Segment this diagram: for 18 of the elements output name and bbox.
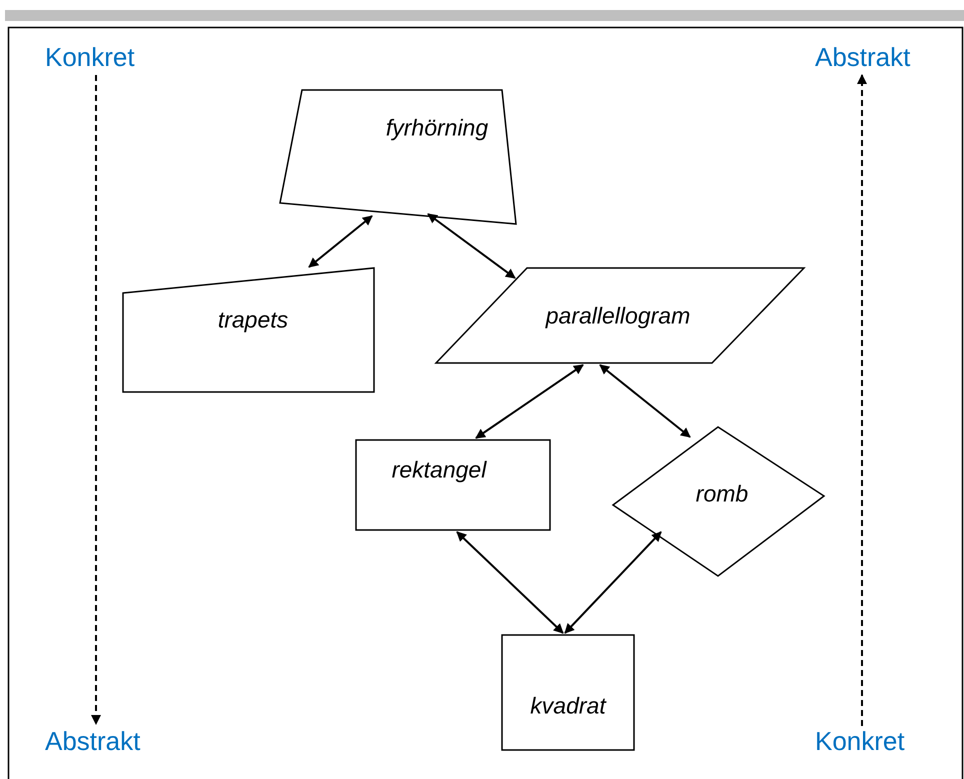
- double-arrow: [564, 531, 662, 634]
- double-arrow: [475, 364, 584, 439]
- level-label: Konkret: [45, 42, 135, 73]
- dashed-arrow: [91, 75, 101, 725]
- double-arrow: [456, 531, 564, 634]
- level-label: Konkret: [815, 726, 905, 757]
- shape-label: trapets: [218, 306, 288, 334]
- shape-label: kvadrat: [530, 692, 606, 720]
- shape-label: rektangel: [392, 456, 486, 484]
- shape-label: romb: [696, 480, 748, 508]
- double-arrow: [308, 215, 373, 268]
- shape-label: parallellogram: [546, 302, 690, 330]
- level-label: Abstrakt: [815, 42, 910, 73]
- double-arrow: [599, 364, 691, 438]
- shape-label: fyrhörning: [386, 114, 488, 142]
- dashed-arrow: [857, 74, 867, 726]
- level-label: Abstrakt: [45, 726, 140, 757]
- double-arrow: [427, 213, 516, 279]
